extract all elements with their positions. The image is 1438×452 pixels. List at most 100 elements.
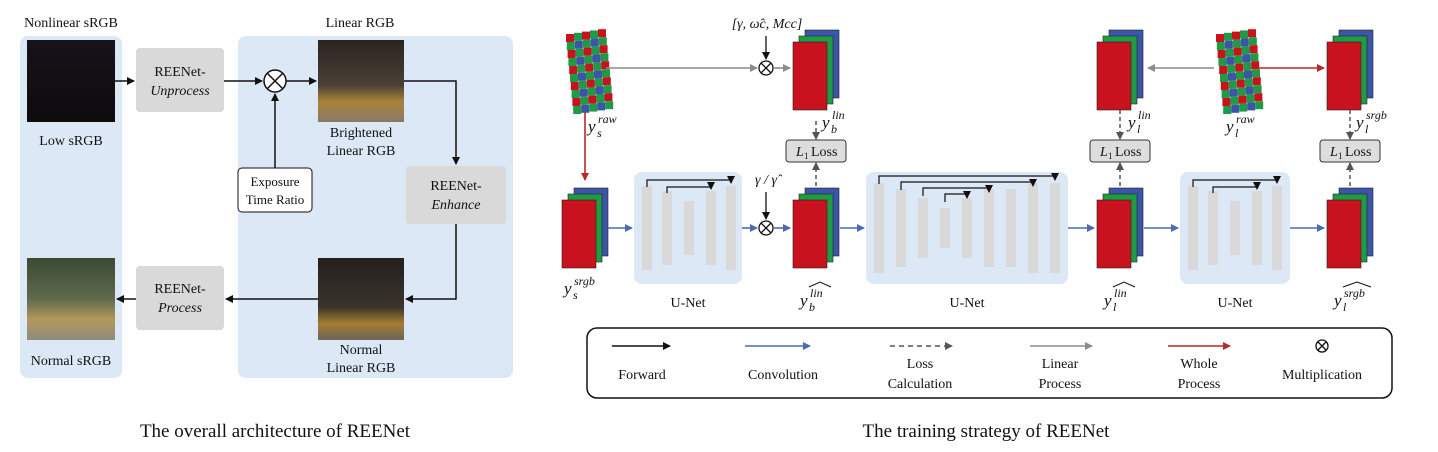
low-srgb-image: [27, 40, 115, 122]
unet-layer: [874, 183, 884, 273]
stack-yl-lin-hat: [1096, 187, 1144, 269]
unet-layer: [1208, 191, 1218, 265]
unet-layer: [726, 186, 736, 270]
bayer-yl-raw: [1216, 29, 1264, 114]
svg-text:s: s: [597, 126, 602, 140]
svg-text:l: l: [1137, 122, 1141, 136]
stack-yl-srgb-hat: [1326, 187, 1374, 269]
unet-layer: [984, 189, 994, 267]
svg-text:y: y: [820, 113, 830, 132]
svg-text:Loss: Loss: [811, 145, 837, 160]
unet-skip: [1212, 182, 1261, 193]
process-line1: REENet-: [154, 282, 206, 297]
unet-skip: [666, 182, 715, 193]
enhance-line1: REENet-: [430, 179, 482, 194]
normal-srgb-label: Normal sRGB: [31, 354, 112, 369]
svg-text:lin: lin: [1114, 286, 1127, 300]
legend-forward: Forward: [618, 368, 665, 383]
svg-text:srgb: srgb: [574, 274, 595, 288]
normal-linear-label-line1: Normal: [340, 343, 383, 358]
unet-layer: [1272, 186, 1282, 270]
svg-text:l: l: [1343, 300, 1347, 314]
unet-layer: [662, 191, 672, 265]
legend-loss-line2: Calculation: [888, 377, 953, 392]
unet-layer: [940, 208, 950, 248]
multiply-node-top: [758, 60, 774, 76]
ratio-label: γ / γ̂: [755, 173, 783, 188]
exposure-line1: Exposure: [250, 174, 299, 189]
svg-text:l: l: [1365, 122, 1369, 136]
right-caption: The training strategy of REENet: [863, 421, 1111, 442]
enhance-line2: Enhance: [431, 198, 481, 213]
unet-skip: [922, 185, 993, 196]
legend-whole-line2: Process: [1178, 377, 1221, 392]
unet-layer: [706, 191, 716, 265]
left-caption: The overall architecture of REENet: [140, 421, 411, 442]
svg-text:y: y: [1354, 113, 1364, 132]
unet-layer: [896, 189, 906, 267]
legend-linear-line2: Process: [1039, 377, 1082, 392]
brightened-label-line2: Linear RGB: [327, 144, 396, 159]
exposure-line2: Time Ratio: [246, 192, 304, 207]
unet-layer: [1252, 191, 1262, 265]
unet-skip: [900, 179, 1037, 190]
svg-text:L: L: [795, 145, 804, 160]
svg-text:raw: raw: [598, 112, 617, 126]
unet-skip: [1192, 176, 1281, 187]
unet-skip: [646, 176, 735, 187]
unet-layer: [684, 201, 694, 255]
svg-text:L: L: [1329, 145, 1338, 160]
stack-yb-lin-hat: [792, 187, 840, 269]
unet-1-label: U-Net: [671, 296, 706, 311]
svg-text:1: 1: [1108, 151, 1113, 161]
svg-text:srgb: srgb: [1344, 286, 1365, 300]
unet-layer: [1006, 189, 1016, 267]
svg-text:Loss: Loss: [1345, 145, 1371, 160]
nonlinear-srgb-title: Nonlinear sRGB: [24, 16, 118, 31]
unet-3-bars: [1188, 176, 1282, 270]
unet-layer: [642, 186, 652, 270]
reenet-process-box: [136, 266, 224, 330]
svg-text:y: y: [1126, 113, 1136, 132]
unprocess-line1: REENet-: [154, 65, 206, 80]
svg-text:y: y: [1224, 117, 1234, 136]
low-srgb-label: Low sRGB: [39, 134, 102, 149]
arrow-enhance-to-normal: [405, 224, 457, 303]
svg-text:1: 1: [804, 151, 809, 161]
stack-yb-lin: [792, 29, 840, 111]
normal-linear-image: [318, 258, 404, 340]
svg-text:1: 1: [1338, 151, 1343, 161]
svg-text:srgb: srgb: [1366, 108, 1387, 122]
svg-text:y: y: [562, 279, 572, 298]
arrow-bright-to-enhance: [404, 80, 460, 165]
legend-loss-line1: Loss: [907, 357, 933, 372]
svg-text:b: b: [809, 300, 815, 314]
stack-ys-srgb: [561, 187, 609, 269]
stack-yl-srgb: [1326, 29, 1374, 111]
svg-text:y: y: [586, 117, 596, 136]
legend-convolution: Convolution: [748, 368, 818, 383]
unet-layer: [1230, 201, 1240, 255]
unet-2-label: U-Net: [950, 296, 985, 311]
unprocess-line2: Unprocess: [150, 84, 210, 99]
param-label: [γ, ω̂c, Mcc]: [732, 17, 803, 32]
unet-layer: [1028, 183, 1038, 273]
linear-panel: [238, 36, 513, 378]
svg-text:y: y: [798, 291, 808, 310]
unet-1-bars: [642, 176, 736, 270]
normal-linear-label-line2: Linear RGB: [327, 361, 396, 376]
unet-skip: [944, 191, 971, 202]
legend-box: [586, 327, 1393, 399]
brightened-label-line1: Brightened: [330, 126, 392, 141]
legend-multiplication: Multiplication: [1282, 368, 1362, 383]
